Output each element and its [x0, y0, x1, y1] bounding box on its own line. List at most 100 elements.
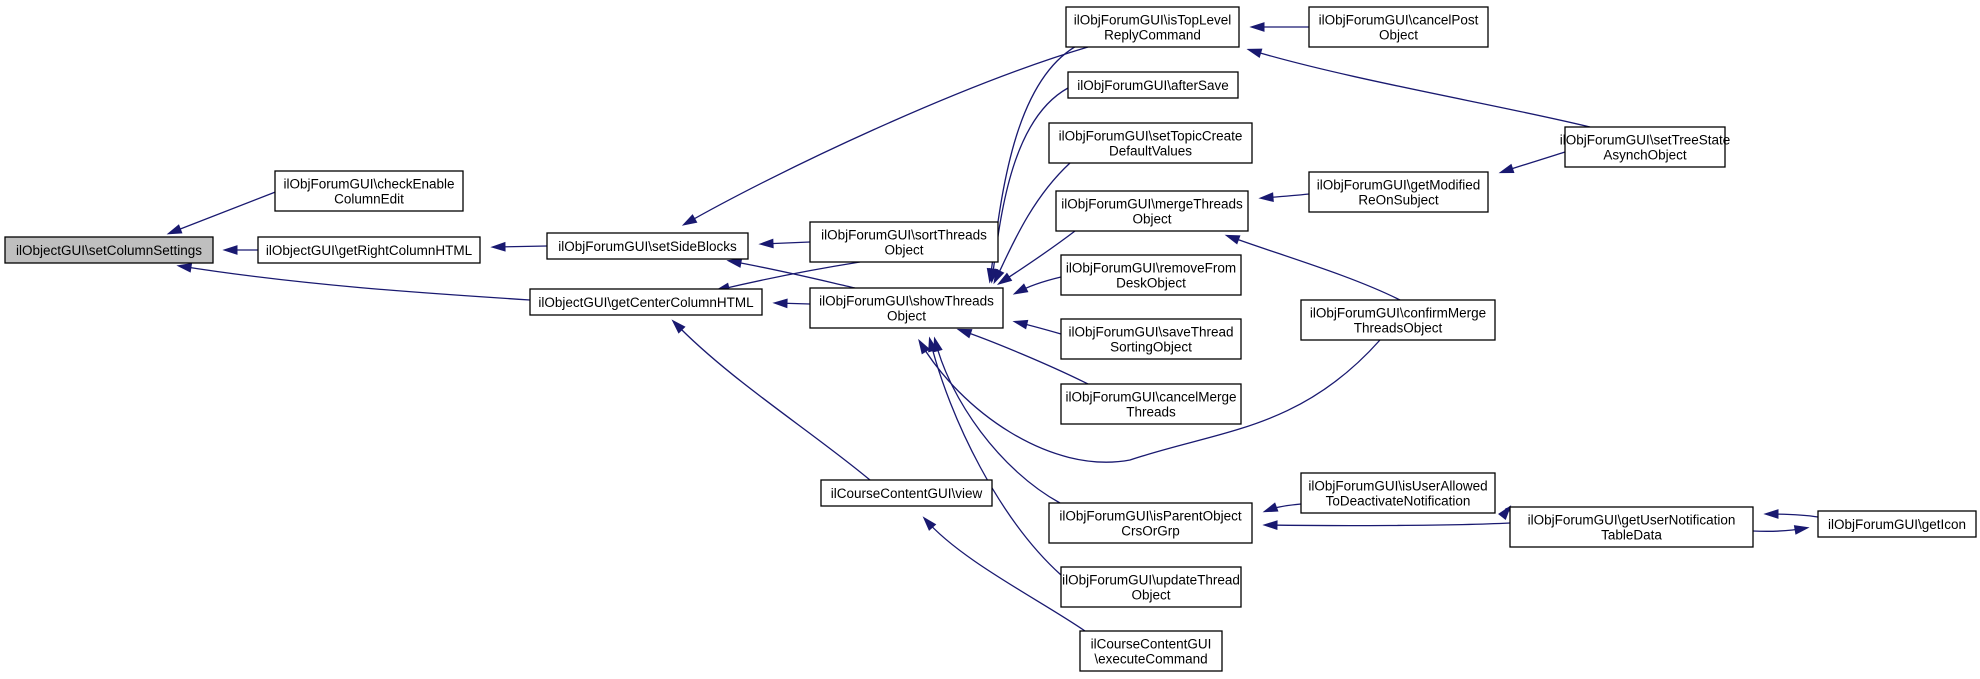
- node-label-line: \executeCommand: [1094, 652, 1207, 667]
- node-box: [1300, 472, 1496, 514]
- node-label-line: ilObjForumGUI\setSideBlocks: [558, 239, 737, 254]
- node-box: [820, 479, 993, 507]
- node-box: [1564, 126, 1726, 168]
- edge-line: [934, 339, 1061, 504]
- arrowhead: [918, 338, 931, 355]
- edge-line: [1265, 522, 1511, 527]
- node-n24[interactable]: ilObjForumGUI\getIcon: [1817, 510, 1977, 538]
- node-label-line: ilObjForumGUI\afterSave: [1077, 78, 1229, 93]
- node-label-line: Object: [884, 243, 923, 258]
- node-label-line: ilObjForumGUI\cancelMerge: [1065, 390, 1236, 405]
- edge-n7-n3: [671, 319, 871, 481]
- node-label-line: ColumnEdit: [334, 192, 404, 207]
- node-n17[interactable]: ilCourseContentGUI\executeCommand: [1079, 630, 1223, 672]
- node-label-line: AsynchObject: [1603, 148, 1687, 163]
- edge-line: [169, 190, 279, 234]
- arrowhead: [1262, 520, 1278, 531]
- node-box: [1300, 299, 1496, 341]
- node-n10[interactable]: ilObjForumGUI\setTopicCreateDefaultValue…: [1048, 122, 1253, 164]
- arrowhead: [222, 245, 238, 255]
- edge-n18-n8: [1249, 22, 1309, 32]
- arrowhead: [1763, 509, 1779, 519]
- node-label-line: Object: [1131, 588, 1170, 603]
- edge-line: [991, 87, 1069, 281]
- node-label-line: ilCourseContentGUI\view: [831, 486, 983, 501]
- edge-n14-n6: [956, 328, 1089, 385]
- node-box: [809, 221, 999, 263]
- node-n0[interactable]: ilObjectGUI\setColumnSettings: [4, 236, 214, 264]
- arrowhead: [1498, 505, 1512, 521]
- node-label-line: DeskObject: [1116, 276, 1186, 291]
- node-n7[interactable]: ilCourseContentGUI\view: [820, 479, 993, 507]
- node-label-line: Object: [1379, 28, 1418, 43]
- node-n9[interactable]: ilObjForumGUI\afterSave: [1067, 71, 1239, 99]
- arrowhead: [1258, 192, 1274, 203]
- arrowhead: [726, 258, 743, 268]
- edge-n16-n6: [928, 336, 1062, 576]
- arrowhead: [166, 224, 183, 235]
- node-label-line: ilObjForumGUI\isParentObject: [1059, 509, 1242, 524]
- node-label-line: ilObjForumGUI\isTopLevel: [1074, 13, 1232, 28]
- arrowhead: [1249, 22, 1265, 32]
- node-box: [1060, 383, 1242, 425]
- node-box: [1048, 122, 1253, 164]
- edge-n23-n24: [1752, 525, 1810, 535]
- edge-n11-n6: [996, 230, 1076, 285]
- nodes-layer: ilObjectGUI\setColumnSettings ilObjForumG…: [4, 6, 1977, 672]
- node-box: [1817, 510, 1977, 538]
- node-label-line: ilObjForumGUI\setTopicCreate: [1059, 129, 1243, 144]
- arrowhead: [996, 272, 1013, 285]
- node-box: [1067, 71, 1239, 99]
- node-box: [257, 236, 481, 264]
- arrowhead: [671, 319, 686, 334]
- node-n23[interactable]: ilObjForumGUI\getUserNotificationTableDa…: [1509, 506, 1754, 548]
- edge-n19-n8: [1246, 48, 1591, 128]
- node-box: [1048, 502, 1253, 544]
- node-box: [1060, 254, 1242, 296]
- edge-n10-n6: [993, 162, 1071, 285]
- node-box: [546, 232, 749, 260]
- node-label-line: ilObjectGUI\setColumnSettings: [16, 243, 202, 258]
- node-label-line: Object: [1132, 212, 1171, 227]
- edge-n13-n6: [1012, 319, 1062, 335]
- edge-n23-n15: [1262, 520, 1511, 531]
- node-label-line: ReplyCommand: [1104, 28, 1201, 43]
- node-label-line: ilObjForumGUI\isUserAllowed: [1308, 479, 1487, 494]
- node-label-line: CrsOrGrp: [1121, 524, 1180, 539]
- edge-n5-n4: [758, 238, 811, 249]
- arrowhead: [758, 238, 774, 249]
- node-label-line: Object: [887, 309, 926, 324]
- node-label-line: ilObjForumGUI\updateThread: [1062, 573, 1240, 588]
- edge-line: [924, 518, 1086, 632]
- edge-n21-n6: [918, 338, 1381, 463]
- node-n2[interactable]: ilObjectGUI\getRightColumnHTML: [257, 236, 481, 264]
- node-n22[interactable]: ilObjForumGUI\isUserAllowedToDeactivateN…: [1300, 472, 1496, 514]
- node-label-line: ilObjForumGUI\mergeThreads: [1061, 197, 1243, 212]
- arrowhead: [1498, 163, 1515, 174]
- node-n4[interactable]: ilObjForumGUI\setSideBlocks: [546, 232, 749, 260]
- edge-n3-n0: [176, 262, 531, 301]
- edge-n17-n7: [922, 516, 1086, 632]
- node-box: [4, 236, 214, 264]
- node-label-line: ilObjForumGUI\getIcon: [1828, 517, 1966, 532]
- node-label-line: ilObjForumGUI\confirmMerge: [1310, 306, 1486, 321]
- edge-line: [929, 339, 1062, 576]
- node-box: [1308, 171, 1489, 213]
- edge-n21-n11: [1224, 234, 1401, 301]
- node-n3[interactable]: ilObjectGUI\getCenterColumnHTML: [529, 288, 763, 316]
- node-label-line: TableData: [1601, 528, 1662, 543]
